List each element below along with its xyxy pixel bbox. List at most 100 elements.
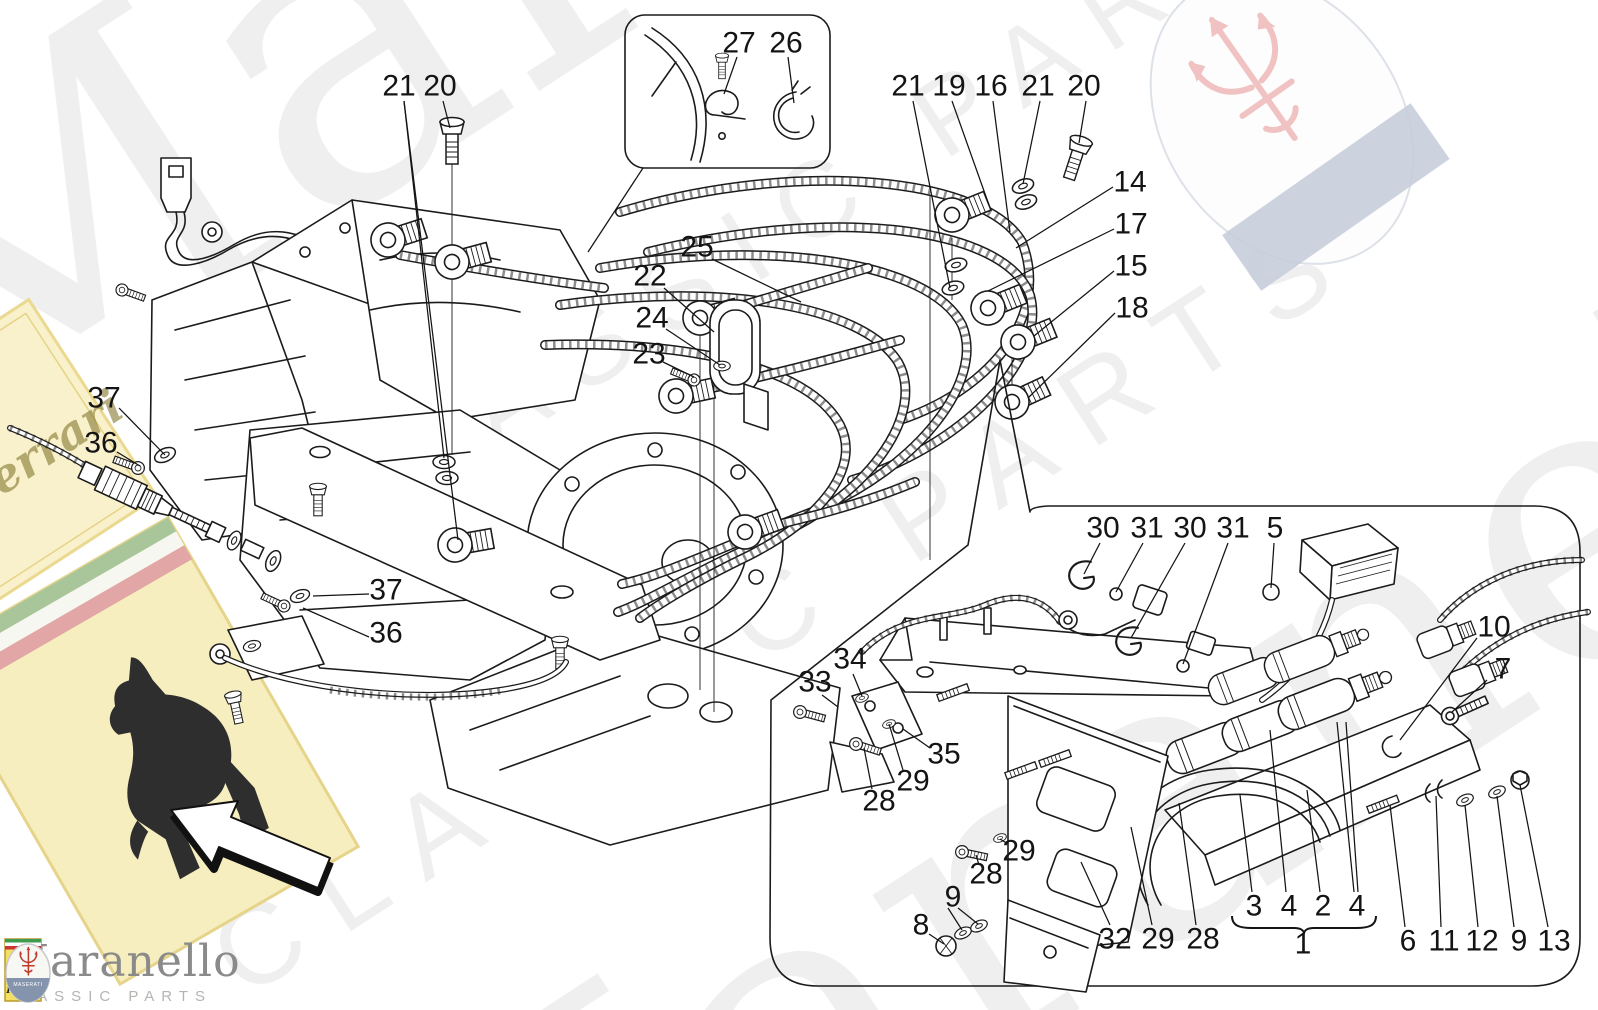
leader-line-28c [1178, 802, 1197, 926]
leader-line-23 [662, 361, 695, 378]
leader-line-26 [787, 56, 795, 104]
leader-line-3 [1239, 794, 1253, 893]
callout-16[interactable]: 16 [974, 70, 1007, 103]
callout-28a[interactable]: 28 [862, 785, 895, 818]
leader-line-35 [902, 728, 931, 749]
callout-6[interactable]: 6 [1400, 925, 1417, 958]
leader-line-30b [1130, 542, 1186, 639]
leader-line-28b [975, 854, 980, 866]
leader-line-11 [1435, 795, 1442, 928]
leader-line-36b [302, 607, 370, 638]
callout-36b[interactable]: 36 [369, 617, 402, 650]
callout-35[interactable]: 35 [927, 738, 960, 771]
callout-31a[interactable]: 31 [1130, 512, 1163, 545]
clamp-27 [705, 89, 739, 116]
callout-36a[interactable]: 36 [84, 427, 117, 460]
callout-26[interactable]: 26 [769, 27, 802, 60]
leader-line-31b [1182, 542, 1229, 665]
callout-23[interactable]: 23 [632, 338, 665, 371]
leader-line-17 [987, 228, 1115, 292]
callout-28b[interactable]: 28 [969, 858, 1002, 891]
leader-line-5 [1270, 542, 1275, 589]
callout-3[interactable]: 3 [1246, 890, 1263, 923]
callout-10[interactable]: 10 [1477, 611, 1510, 644]
callout-28c[interactable]: 28 [1186, 923, 1219, 956]
callout-29c[interactable]: 29 [1141, 923, 1174, 956]
leader-line-18 [1027, 312, 1116, 399]
inset-pointer-line [587, 167, 644, 253]
leader-line-7 [1451, 679, 1488, 713]
callout-9a[interactable]: 9 [945, 881, 962, 914]
watermark-maserati-badge [1149, 0, 1450, 291]
direction-arrow [169, 800, 334, 896]
leader-line-28a [863, 747, 873, 790]
leader-line-20a [442, 100, 451, 129]
callout-2[interactable]: 2 [1315, 890, 1332, 923]
leader-line-27 [723, 56, 738, 95]
callout-15[interactable]: 15 [1114, 250, 1147, 283]
leader-line-8 [928, 933, 945, 945]
callout-37a[interactable]: 37 [87, 382, 120, 415]
leader-line-21b [912, 100, 951, 289]
clutch-cable-parts [7, 424, 569, 726]
callout-34[interactable]: 34 [833, 643, 866, 676]
callout-1[interactable]: 1 [1295, 928, 1312, 961]
callout-5[interactable]: 5 [1267, 512, 1284, 545]
callout-17[interactable]: 17 [1114, 208, 1147, 241]
clip-26 [772, 91, 815, 140]
clip-10-shape [1381, 735, 1402, 759]
callout-13[interactable]: 13 [1537, 925, 1570, 958]
leader-line-9a [947, 907, 963, 931]
callout-31b[interactable]: 31 [1216, 512, 1249, 545]
callout-37b[interactable]: 37 [369, 574, 402, 607]
callout-4b[interactable]: 4 [1349, 890, 1366, 923]
detail-callout-bubble [769, 359, 1591, 993]
callout-30a[interactable]: 30 [1086, 512, 1119, 545]
leader-line-9b [1496, 795, 1515, 928]
maranello-logo[interactable]: Ferrari Maranello CLASSIC PARTS MASERATI [4, 938, 241, 1005]
leader-line-36a [116, 451, 141, 467]
callout-9b[interactable]: 9 [1511, 925, 1528, 958]
callout-22[interactable]: 22 [633, 260, 666, 293]
callout-4a[interactable]: 4 [1281, 890, 1298, 923]
callout-24[interactable]: 24 [635, 302, 668, 335]
callout-32[interactable]: 32 [1098, 923, 1131, 956]
leader-line-24 [665, 328, 721, 366]
leader-line-21a-1 [403, 100, 459, 541]
callout-21b[interactable]: 21 [891, 70, 924, 103]
callout-19[interactable]: 19 [932, 70, 965, 103]
callout-20b[interactable]: 20 [1067, 70, 1100, 103]
leader-line-34 [852, 673, 863, 697]
leader-line-21a [403, 100, 445, 459]
callout-14[interactable]: 14 [1113, 166, 1146, 199]
leader-line-16 [992, 100, 1011, 233]
leader-line-32 [1080, 861, 1111, 926]
callout-8[interactable]: 8 [913, 909, 930, 942]
leader-line-4b-1 [1345, 721, 1359, 893]
leader-line-19 [951, 100, 990, 206]
leader-line-22 [663, 287, 715, 333]
callout-29b[interactable]: 29 [1002, 835, 1035, 868]
maserati-oval-logo: MASERATI [5, 943, 51, 1003]
callout-12[interactable]: 12 [1465, 925, 1498, 958]
callout-27[interactable]: 27 [722, 27, 755, 60]
leader-line-30a [1083, 542, 1101, 575]
callout-21a[interactable]: 21 [382, 70, 415, 103]
leader-line-21c [1022, 100, 1041, 185]
callout-7[interactable]: 7 [1495, 653, 1512, 686]
grommet-bracket [668, 299, 769, 431]
callout-21c[interactable]: 21 [1021, 70, 1054, 103]
leader-line-2 [1306, 789, 1321, 893]
callout-29a[interactable]: 29 [896, 765, 929, 798]
callout-25[interactable]: 25 [680, 231, 713, 264]
leader-line-6 [1389, 804, 1406, 928]
callout-11[interactable]: 11 [1428, 925, 1459, 958]
leader-line-15 [1033, 270, 1115, 337]
callout-18[interactable]: 18 [1115, 292, 1148, 325]
callout-33[interactable]: 33 [798, 666, 831, 699]
callout-20a[interactable]: 20 [423, 70, 456, 103]
callout-30b[interactable]: 30 [1173, 512, 1206, 545]
leader-line-33 [821, 694, 839, 708]
group-brace [1231, 915, 1377, 935]
leader-line-13 [1519, 784, 1549, 928]
